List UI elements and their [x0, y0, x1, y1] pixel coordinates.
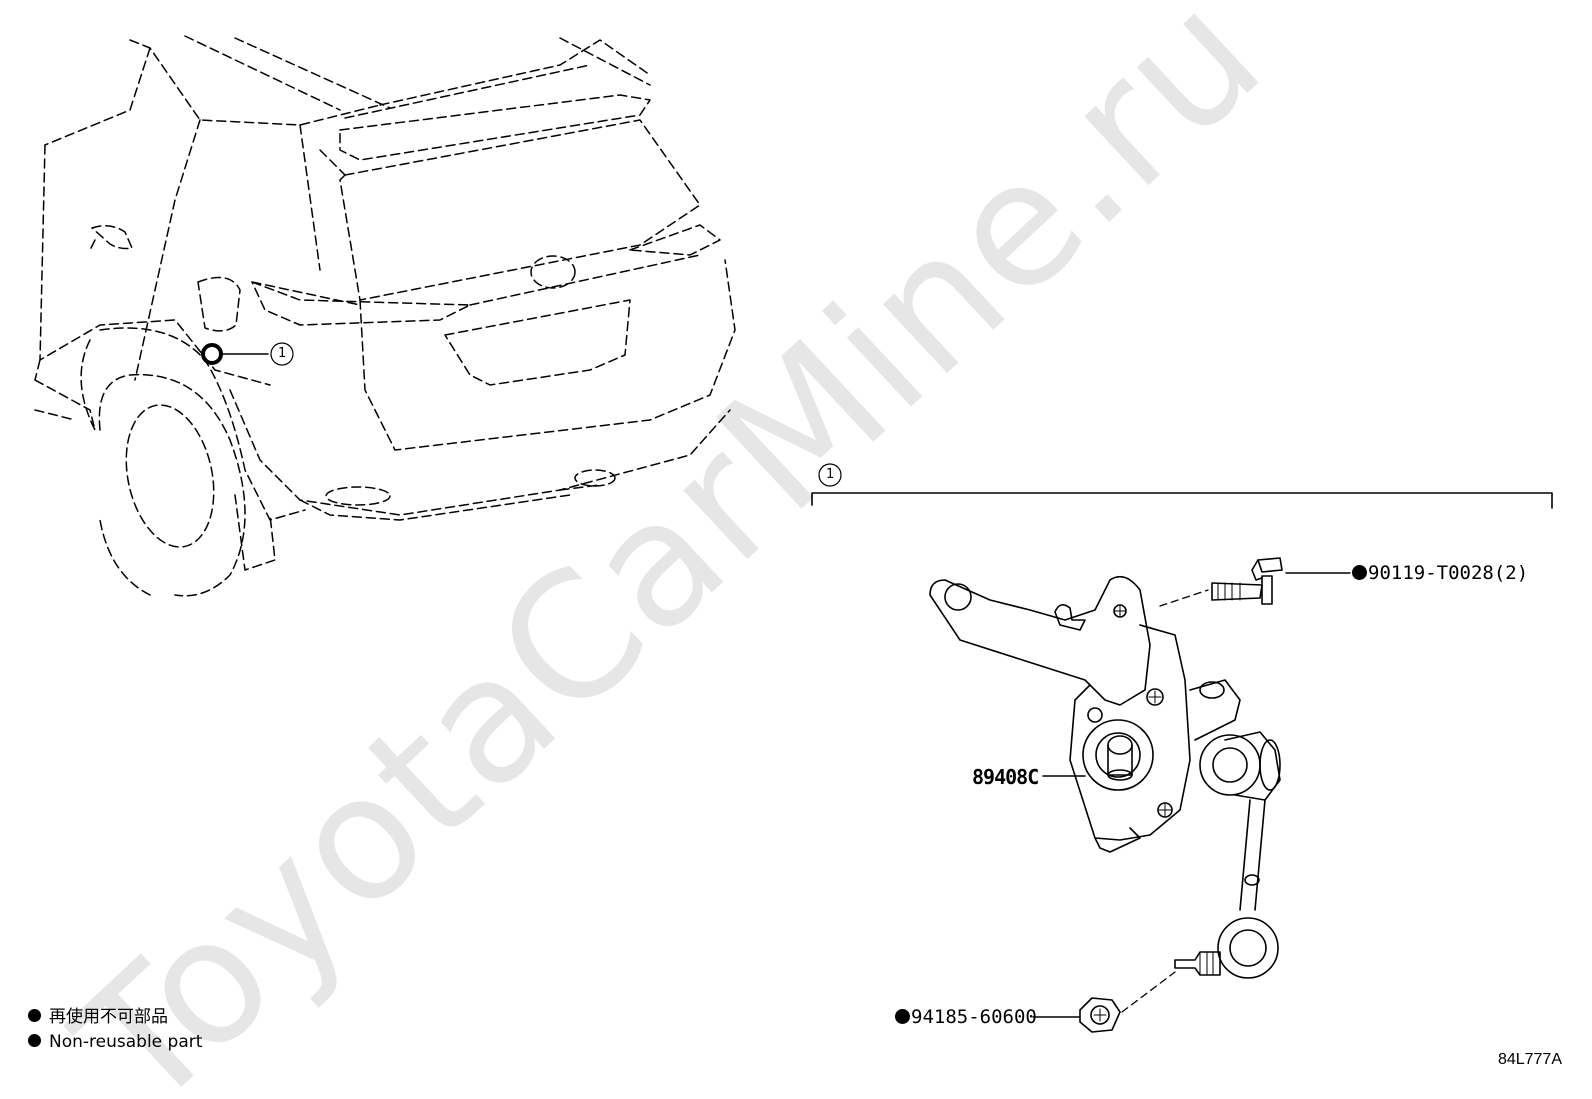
bolt-illustration [1211, 557, 1283, 605]
vehicle-illustration [34, 35, 736, 597]
callout-circle-vehicle [270, 342, 294, 366]
height-control-sensor [929, 575, 1281, 979]
non-reusable-dot-icon [1352, 565, 1367, 580]
legend-dot-icon [28, 1034, 41, 1047]
non-reusable-dot-icon [895, 1009, 910, 1024]
legend-japanese-text: 再使用不可部品 [49, 1007, 168, 1027]
part-label-sensor: 89408C [972, 765, 1039, 789]
legend-japanese: 再使用不可部品 [28, 1009, 168, 1026]
bolt-guide-line [1159, 589, 1209, 607]
diagram-code: 84L777A [1497, 1051, 1562, 1068]
nut-illustration [1079, 997, 1121, 1033]
callout-number-assembly: 1 [826, 467, 835, 482]
assembly-bracket-line [811, 492, 1553, 509]
part-label-bolt: 90119-T0028(2) [1352, 564, 1528, 583]
nut-guide-line [1121, 971, 1176, 1013]
bolt-part-number: 90119-T0028(2) [1368, 562, 1529, 584]
sensor-location-marker [201, 343, 223, 365]
nut-part-number: 94185-60600 [911, 1006, 1037, 1028]
legend-dot-icon [28, 1009, 41, 1022]
legend-english-text: Non-reusable part [49, 1032, 203, 1052]
part-label-nut: 94185-60600 [895, 1008, 1037, 1027]
callout-number-vehicle: 1 [278, 346, 287, 361]
legend-english: Non-reusable part [28, 1034, 202, 1051]
callout-circle-assembly [818, 463, 842, 487]
